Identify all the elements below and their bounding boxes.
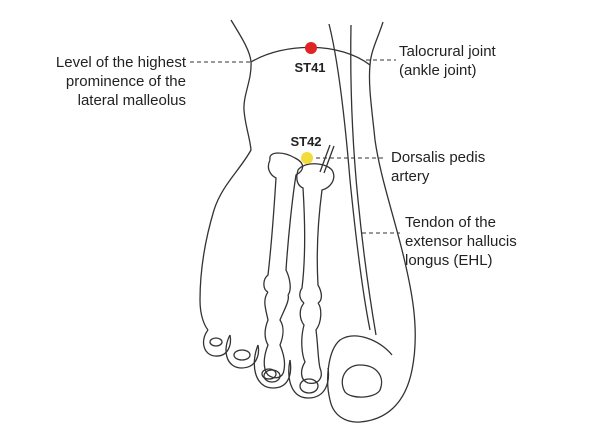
third-toe	[253, 344, 292, 389]
second-toenail	[299, 378, 319, 394]
phalanges-1	[299, 302, 322, 384]
foot-outline-medial	[329, 21, 416, 423]
st41-label: ST41	[294, 60, 326, 75]
toe-tip-bone-2	[261, 368, 277, 380]
big-toe	[327, 335, 393, 401]
label-line: (ankle joint)	[399, 62, 477, 79]
metatarsal-2	[263, 152, 304, 296]
metatarsal-1	[296, 163, 335, 304]
label-line: Talocrural joint	[399, 43, 496, 60]
label-line: Level of the highest	[55, 54, 186, 71]
foot-outline-lateral	[199, 19, 252, 331]
fourth-toenail	[233, 349, 251, 361]
fourth-toe	[225, 334, 260, 369]
st42-point[interactable]	[301, 152, 313, 164]
label-lateral-malleolus: Level of the highest prominence of the l…	[56, 53, 186, 110]
little-toe	[202, 329, 232, 357]
label-line: Dorsalis pedis	[391, 149, 486, 166]
artery	[319, 144, 335, 174]
st42-label: ST42	[290, 134, 322, 149]
big-toenail	[341, 364, 383, 398]
phalanges-2	[263, 291, 290, 379]
label-talocrural-joint: Talocrural joint (ankle joint)	[399, 42, 496, 80]
little-toenail	[209, 337, 223, 347]
label-ehl-tendon: Tendon of the extensor hallucis longus (…	[405, 213, 517, 270]
label-line: longus (EHL)	[405, 252, 493, 269]
label-line: extensor hallucis	[405, 233, 517, 250]
label-line: artery	[391, 168, 430, 185]
label-dorsalis-pedis: Dorsalis pedis artery	[391, 148, 485, 186]
label-line: lateral malleolus	[77, 92, 186, 109]
label-line: prominence of the	[65, 73, 186, 90]
tendon-ehl-2	[350, 24, 377, 336]
tendon-ehl-1	[328, 23, 371, 331]
label-line: Tendon of the	[405, 214, 496, 231]
st41-point[interactable]	[305, 42, 317, 54]
